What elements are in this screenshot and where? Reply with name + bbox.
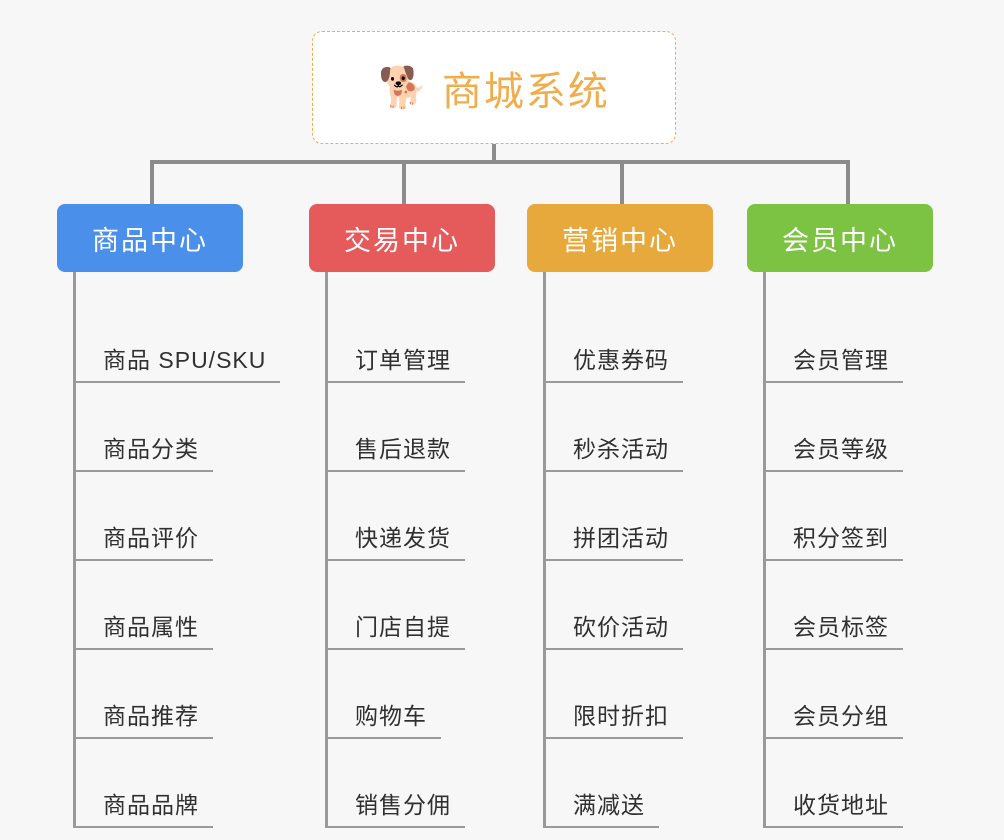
leaf-label: 商品属性 [73,608,213,650]
leaf-item[interactable]: 订单管理 [309,294,509,383]
leaf-label: 商品品牌 [73,786,213,828]
branch-trunk-3 [543,272,546,828]
connector-horizontal-bus [150,160,850,164]
branch-column-2: 交易中心 订单管理 售后退款 快递发货 门店自提 购物车 销售分佣 [309,204,509,828]
leaf-label: 门店自提 [325,608,465,650]
branch-header-label: 会员中心 [782,225,898,256]
leaf-item[interactable]: 商品 SPU/SKU [57,294,287,383]
branch-header-1[interactable]: 商品中心 [57,204,243,272]
leaf-item[interactable]: 商品分类 [57,383,287,472]
branch-leaves-4: 会员管理 会员等级 积分签到 会员标签 会员分组 收货地址 [747,272,947,828]
leaf-label: 购物车 [325,697,441,739]
leaf-item[interactable]: 销售分佣 [309,739,509,828]
branch-column-1: 商品中心 商品 SPU/SKU 商品分类 商品评价 商品属性 商品推荐 商品品牌 [57,204,287,828]
leaf-label: 商品推荐 [73,697,213,739]
leaf-item[interactable]: 会员标签 [747,561,947,650]
leaf-item[interactable]: 会员管理 [747,294,947,383]
leaf-label: 销售分佣 [325,786,465,828]
leaf-label: 优惠券码 [543,341,683,383]
leaf-label: 积分签到 [763,519,903,561]
leaf-item[interactable]: 收货地址 [747,739,947,828]
leaf-item[interactable]: 秒杀活动 [527,383,727,472]
connector-drop-1 [150,160,154,206]
branch-leaves-3: 优惠券码 秒杀活动 拼团活动 砍价活动 限时折扣 满减送 [527,272,727,828]
leaf-item[interactable]: 会员分组 [747,650,947,739]
branch-trunk-4 [763,272,766,828]
leaf-item[interactable]: 会员等级 [747,383,947,472]
leaf-label: 秒杀活动 [543,430,683,472]
connector-root-stem [492,144,496,164]
branch-trunk-1 [73,272,76,828]
branch-header-label: 交易中心 [344,225,460,256]
leaf-item[interactable]: 商品评价 [57,472,287,561]
leaf-label: 砍价活动 [543,608,683,650]
leaf-label: 商品评价 [73,519,213,561]
leaf-item[interactable]: 商品属性 [57,561,287,650]
leaf-label: 售后退款 [325,430,465,472]
leaf-item[interactable]: 商品推荐 [57,650,287,739]
leaf-label: 订单管理 [325,341,465,383]
leaf-item[interactable]: 商品品牌 [57,739,287,828]
root-node-title: 商城系统 [441,69,610,114]
connector-drop-2 [402,160,406,206]
leaf-label: 会员分组 [763,697,903,739]
leaf-label: 商品 SPU/SKU [73,341,281,383]
leaf-item[interactable]: 砍价活动 [527,561,727,650]
connector-drop-3 [620,160,624,206]
leaf-label: 拼团活动 [543,519,683,561]
branch-header-3[interactable]: 营销中心 [527,204,713,272]
leaf-item[interactable]: 门店自提 [309,561,509,650]
branch-trunk-2 [325,272,328,828]
leaf-label: 快递发货 [325,519,465,561]
branch-header-label: 商品中心 [92,225,208,256]
leaf-item[interactable]: 满减送 [527,739,727,828]
leaf-label: 商品分类 [73,430,213,472]
branch-leaves-1: 商品 SPU/SKU 商品分类 商品评价 商品属性 商品推荐 商品品牌 [57,272,287,828]
branch-header-label: 营销中心 [562,225,678,256]
leaf-label: 会员等级 [763,430,903,472]
leaf-item[interactable]: 优惠券码 [527,294,727,383]
leaf-item[interactable]: 售后退款 [309,383,509,472]
leaf-item[interactable]: 积分签到 [747,472,947,561]
leaf-label: 满减送 [543,786,659,828]
root-node[interactable]: 🐕 商城系统 [312,31,676,144]
leaf-item[interactable]: 限时折扣 [527,650,727,739]
connector-drop-4 [846,160,850,206]
leaf-label: 会员管理 [763,341,903,383]
branch-header-4[interactable]: 会员中心 [747,204,933,272]
branch-column-4: 会员中心 会员管理 会员等级 积分签到 会员标签 会员分组 收货地址 [747,204,947,828]
branch-header-2[interactable]: 交易中心 [309,204,495,272]
leaf-item[interactable]: 购物车 [309,650,509,739]
branch-column-3: 营销中心 优惠券码 秒杀活动 拼团活动 砍价活动 限时折扣 满减送 [527,204,727,828]
leaf-label: 收货地址 [763,786,903,828]
leaf-label: 会员标签 [763,608,903,650]
leaf-item[interactable]: 快递发货 [309,472,509,561]
branch-leaves-2: 订单管理 售后退款 快递发货 门店自提 购物车 销售分佣 [309,272,509,828]
shiba-dog-face-icon: 🐕 [378,65,428,110]
leaf-item[interactable]: 拼团活动 [527,472,727,561]
leaf-label: 限时折扣 [543,697,683,739]
